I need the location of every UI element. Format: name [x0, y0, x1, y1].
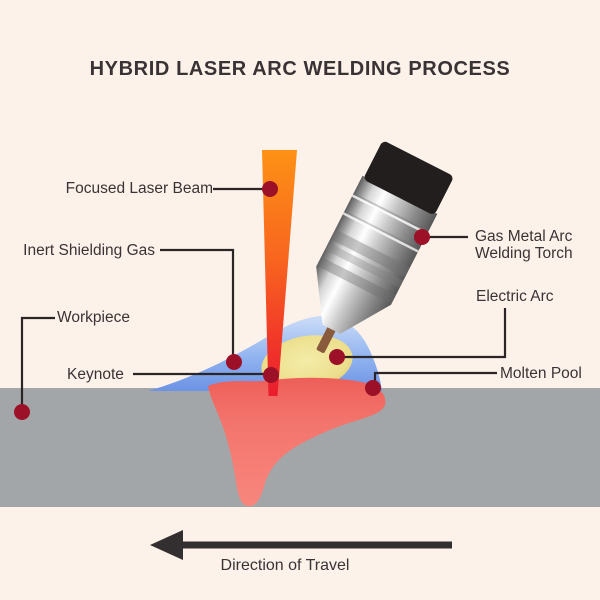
connector-molten-pool	[373, 371, 497, 386]
dot-molten-pool	[365, 380, 381, 396]
label-inert-shielding-gas: Inert Shielding Gas	[23, 242, 155, 259]
dot-workpiece	[14, 404, 30, 420]
dot-keynote	[263, 367, 279, 383]
label-molten-pool: Molten Pool	[500, 365, 582, 382]
connector-inert-shielding-gas	[160, 248, 235, 358]
direction-arrow	[150, 530, 452, 560]
connector-workpiece	[20, 316, 55, 408]
label-gmaw-torch-line1: Gas Metal Arc	[475, 228, 573, 245]
label-keynote: Keynote	[67, 366, 124, 383]
torch-cap	[364, 141, 453, 214]
label-gmaw-torch-line2: Welding Torch	[475, 245, 573, 262]
connector-electric-arc	[341, 308, 507, 359]
electric-arc-glow	[261, 335, 353, 391]
callout-connectors	[20, 187, 507, 408]
label-direction-of-travel: Direction of Travel	[220, 557, 350, 574]
dot-gmaw-torch	[414, 229, 430, 245]
label-workpiece: Workpiece	[57, 309, 130, 326]
dot-electric-arc	[329, 349, 345, 365]
electrode-wire	[316, 325, 337, 353]
label-gmaw-torch: Gas Metal Arc Welding Torch	[475, 228, 573, 262]
dot-inert-shielding-gas	[226, 354, 242, 370]
page-title: HYBRID LASER ARC WELDING PROCESS	[89, 58, 511, 80]
dot-focused-laser-beam	[262, 181, 278, 197]
arrow-head	[150, 530, 183, 560]
label-focused-laser-beam: Focused Laser Beam	[65, 180, 213, 197]
welding-torch	[313, 141, 453, 353]
molten-pool-shape	[208, 377, 386, 507]
laser-beam	[262, 150, 297, 396]
callout-dots	[14, 181, 430, 420]
label-electric-arc: Electric Arc	[476, 288, 554, 305]
